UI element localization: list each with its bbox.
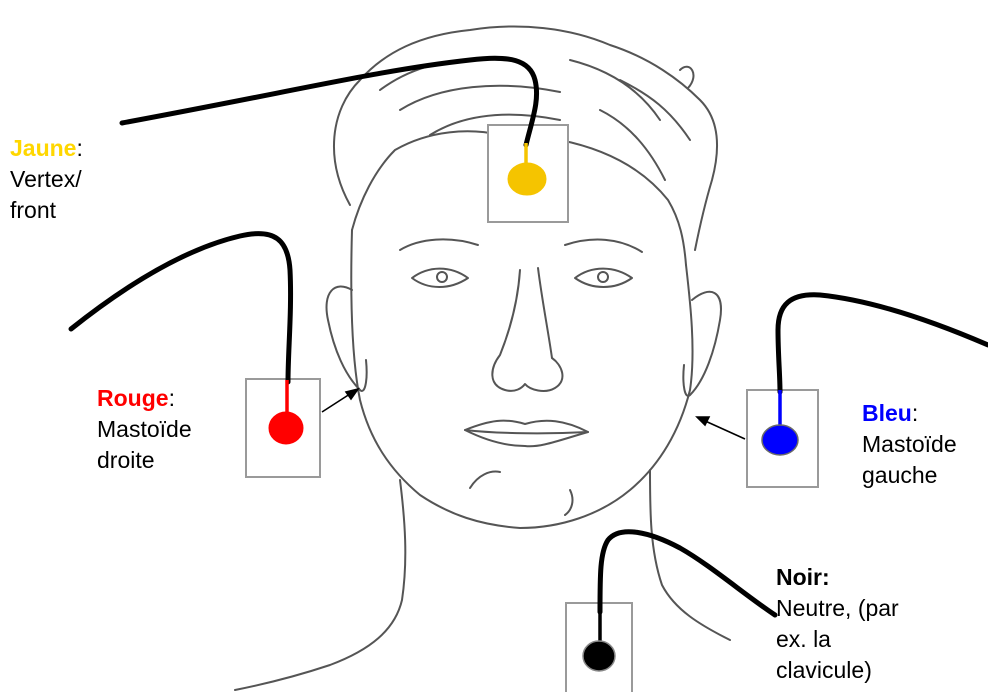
neck-right [235,480,405,690]
label-yellow-line-1: Vertex/ [10,164,83,195]
pad-yellow [508,163,546,195]
label-red-title: Rouge [97,385,169,411]
label-blue-line-1: Mastoïde [862,429,957,460]
nose-bridge [538,268,552,358]
right-ear [327,287,367,391]
face-outline [351,230,692,528]
left-eyebrow [565,240,642,252]
chin-dimple [565,490,572,515]
label-blue-line-2: gauche [862,460,957,491]
label-black-line-1: Neutre, (par [776,593,899,624]
arrow-blue-head [697,417,709,425]
arrow-blue-line [703,420,745,439]
label-black-line-3: clavicule) [776,655,899,686]
pad-blue [762,425,798,455]
pad-black [583,641,615,671]
label-yellow-title: Jaune [10,135,76,161]
electrode-boxes [246,125,818,692]
left-ear [683,292,721,396]
wire-red [71,234,291,382]
label-black-title: Noir: [776,564,830,590]
label-yellow-line-2: front [10,195,83,226]
label-black-line-2: ex. la [776,624,899,655]
label-red-electrode: Rouge: Mastoïde droite [97,383,192,476]
label-red-colon: : [169,385,175,411]
arrows [322,389,745,439]
mouth-line [465,430,588,433]
label-yellow-electrode: Jaune: Vertex/ front [10,133,83,226]
label-red-line-1: Mastoïde [97,414,192,445]
pad-red [269,412,303,444]
wire-blue [778,295,988,392]
right-pupil [437,272,447,282]
label-yellow-colon: : [76,135,82,161]
nose [492,270,562,391]
label-red-line-2: droite [97,445,192,476]
label-blue-title: Bleu [862,400,912,426]
left-pupil [598,272,608,282]
right-eyebrow [400,239,478,250]
chin-line [470,472,500,488]
arrow-red-head [346,389,358,399]
head-sketch [235,26,730,690]
label-blue-electrode: Bleu: Mastoïde gauche [862,398,957,491]
label-black-electrode: Noir: Neutre, (par ex. la clavicule) [776,562,899,686]
label-blue-colon: : [912,400,918,426]
